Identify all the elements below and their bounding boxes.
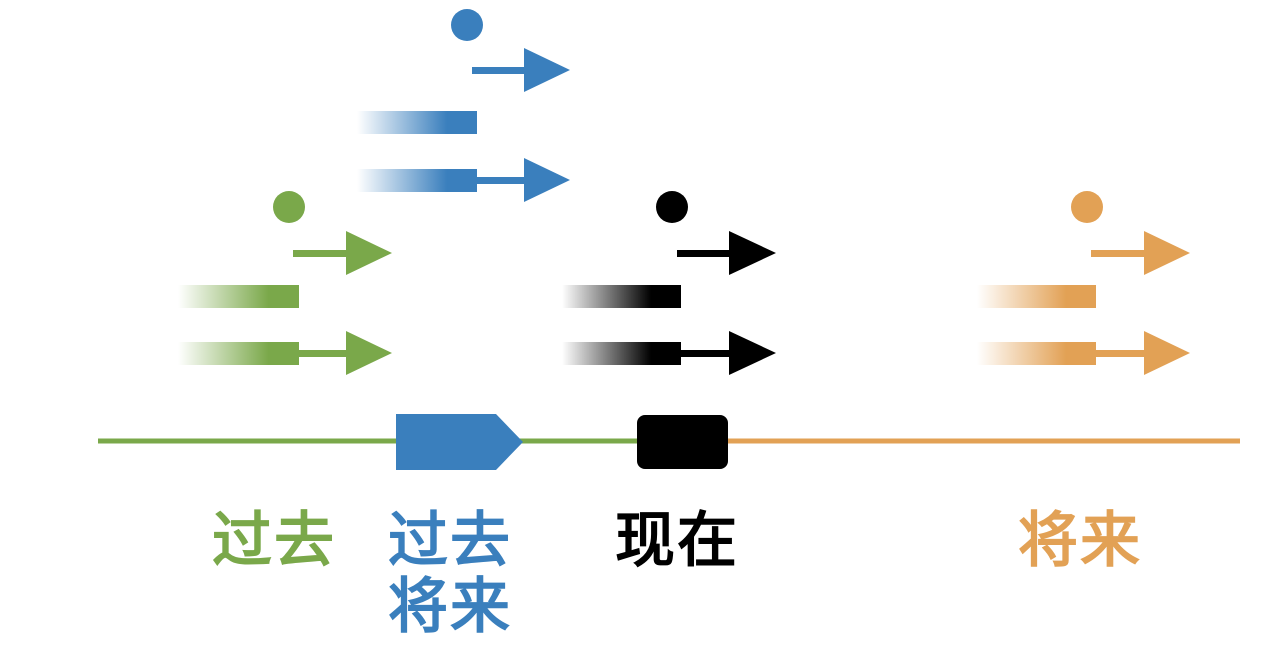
past-symbol xyxy=(178,191,392,375)
present-fade-arrow-shaft xyxy=(681,350,737,357)
present-fade-arrow-head xyxy=(729,331,776,375)
future-fade-arrow-bar xyxy=(977,342,1096,365)
label-past: 过去 xyxy=(212,506,336,576)
present-marker xyxy=(637,415,728,469)
present-symbol xyxy=(562,191,776,375)
present-fade-arrow-bar xyxy=(562,342,681,365)
future-symbol xyxy=(977,191,1190,375)
label-past-future-line2: 将来 xyxy=(388,572,512,642)
past-fade-arrow-head xyxy=(346,331,392,375)
past-future-fade-arrow-bar xyxy=(357,169,477,192)
present-fade-bar xyxy=(562,285,681,308)
future-fade-bar xyxy=(977,285,1096,308)
label-present: 现在 xyxy=(615,506,739,576)
past-future-marker xyxy=(396,414,523,470)
past-future-arrow-head xyxy=(524,48,570,92)
past-fade-bar xyxy=(178,285,299,308)
present-arrow-shaft xyxy=(677,250,737,257)
past-future-fade-arrow-head xyxy=(524,158,570,202)
future-arrow-shaft xyxy=(1091,250,1152,257)
past-future-symbol xyxy=(357,9,570,202)
future-arrow-head xyxy=(1144,231,1190,275)
past-dot xyxy=(273,191,305,223)
future-fade-arrow-shaft xyxy=(1096,350,1152,357)
future-dot xyxy=(1071,191,1103,223)
present-dot xyxy=(656,191,688,223)
label-past-future-line1: 过去 xyxy=(388,506,512,576)
past-future-arrow-shaft xyxy=(472,67,532,74)
past-future-fade-bar xyxy=(357,111,477,134)
past-arrow-head xyxy=(346,231,392,275)
past-future-dot xyxy=(451,9,483,41)
past-future-fade-arrow-shaft xyxy=(477,177,532,184)
present-arrow-head xyxy=(729,231,776,275)
past-fade-arrow-shaft xyxy=(299,350,353,357)
past-arrow-shaft xyxy=(293,250,353,257)
label-future: 将来 xyxy=(1018,506,1142,576)
past-fade-arrow-bar xyxy=(178,342,299,365)
future-fade-arrow-head xyxy=(1144,331,1190,375)
label-past-future: 过去 将来 xyxy=(388,508,512,640)
